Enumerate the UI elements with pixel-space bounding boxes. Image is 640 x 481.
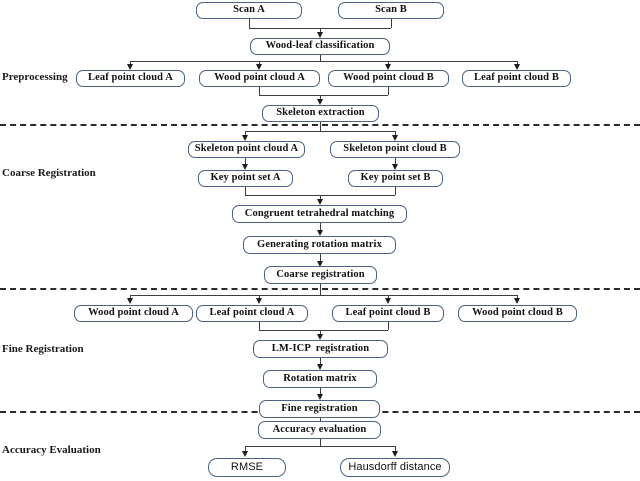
connector-fine-split-bar xyxy=(130,295,518,296)
node-leaf-point-cloud-b-preprocessing[interactable]: Leaf point cloud B xyxy=(462,70,571,87)
node-lm-icp-registration[interactable]: LM-ICP registration xyxy=(253,340,388,358)
arrow-to-wood-point-cloud-a-fine xyxy=(126,298,133,304)
node-leaf-point-cloud-a-preprocessing[interactable]: Leaf point cloud A xyxy=(76,70,185,87)
connector-wood-a-down xyxy=(259,87,260,95)
arrow-to-wood-leaf-classification xyxy=(316,32,323,38)
connector-skeleton-b-down xyxy=(395,158,396,166)
arrow-to-skeleton-extraction xyxy=(316,99,323,105)
connector-leaf-b-fine-down xyxy=(388,322,389,330)
arrow-to-leaf-point-cloud-b xyxy=(513,64,520,70)
node-key-point-set-a[interactable]: Key point set A xyxy=(198,170,293,187)
connector-split-to-hausdorff xyxy=(395,446,396,453)
node-generating-rotation-matrix[interactable]: Generating rotation matrix xyxy=(243,236,396,254)
arrow-to-fine-registration xyxy=(316,394,323,400)
arrow-to-key-point-set-a xyxy=(241,164,248,170)
node-skeleton-extraction[interactable]: Skeleton extraction xyxy=(262,105,379,122)
connector-split-to-leaf-a xyxy=(130,61,131,66)
connector-classification-split-bar xyxy=(130,61,518,62)
node-wood-point-cloud-a-fine[interactable]: Wood point cloud A xyxy=(74,305,193,322)
connector-scan-a-down xyxy=(249,19,250,28)
connector-wood-merge-bar xyxy=(259,95,388,96)
connector-split-to-skeleton-a xyxy=(245,131,246,137)
node-scan-b[interactable]: Scan B xyxy=(338,2,444,19)
stage-label-preprocessing: Preprocessing xyxy=(2,71,68,83)
stage-label-coarse-registration: Coarse Registration xyxy=(2,167,96,179)
arrow-to-leaf-point-cloud-b-fine xyxy=(384,298,391,304)
arrow-to-coarse-registration xyxy=(316,261,323,267)
node-skeleton-point-cloud-b[interactable]: Skeleton point cloud B xyxy=(330,141,460,158)
connector-split-to-skeleton-b xyxy=(395,131,396,137)
node-wood-point-cloud-b-preprocessing[interactable]: Wood point cloud B xyxy=(328,70,449,87)
node-wood-leaf-classification[interactable]: Wood-leaf classification xyxy=(250,38,390,55)
node-leaf-point-cloud-b-fine[interactable]: Leaf point cloud B xyxy=(332,305,444,322)
node-skeleton-point-cloud-a[interactable]: Skeleton point cloud A xyxy=(188,141,305,158)
node-accuracy-evaluation[interactable]: Accuracy evaluation xyxy=(258,421,381,439)
connector-rotation-matrix-down xyxy=(320,388,321,396)
stage-label-accuracy-evaluation: Accuracy Evaluation xyxy=(2,444,101,456)
arrow-to-skeleton-point-cloud-a xyxy=(241,135,248,141)
node-wood-point-cloud-b-fine[interactable]: Wood point cloud B xyxy=(458,305,577,322)
node-rmse[interactable]: RMSE xyxy=(208,458,286,477)
arrow-to-generating-rotation-matrix xyxy=(316,230,323,236)
connector-key-a-down xyxy=(245,187,246,195)
connector-split-to-wood-a-fine xyxy=(130,295,131,300)
arrow-to-leaf-point-cloud-a-fine xyxy=(255,298,262,304)
node-key-point-set-b[interactable]: Key point set B xyxy=(348,170,443,187)
arrow-to-wood-point-cloud-b xyxy=(384,64,391,70)
connector-split-to-leaf-b-fine xyxy=(388,295,389,300)
connector-accuracy-split-bar xyxy=(245,446,395,447)
connector-split-to-rmse xyxy=(245,446,246,453)
connector-split-to-leaf-a-fine xyxy=(259,295,260,300)
connector-wood-merge-down xyxy=(320,95,321,101)
arrow-to-rmse xyxy=(241,451,248,457)
arrow-to-skeleton-point-cloud-b xyxy=(391,135,398,141)
arrow-to-wood-point-cloud-a xyxy=(255,64,262,70)
connector-key-merge-down xyxy=(320,195,321,201)
connector-lm-icp-down xyxy=(320,358,321,366)
connector-generating-down xyxy=(320,254,321,263)
connector-key-b-down xyxy=(395,187,396,195)
node-congruent-tetrahedral-matching[interactable]: Congruent tetrahedral matching xyxy=(232,205,407,223)
node-hausdorff-distance[interactable]: Hausdorff distance xyxy=(340,458,450,477)
arrow-to-wood-point-cloud-b-fine xyxy=(513,298,520,304)
connector-skeleton-split-bar xyxy=(245,131,395,132)
node-coarse-registration[interactable]: Coarse registration xyxy=(264,266,377,284)
connector-leaf-merge-bar xyxy=(259,330,388,331)
connector-coarse-registration-down xyxy=(320,284,321,295)
connector-scan-merge-down xyxy=(320,28,321,34)
arrow-to-leaf-point-cloud-a xyxy=(126,64,133,70)
node-wood-point-cloud-a-preprocessing[interactable]: Wood point cloud A xyxy=(199,70,320,87)
connector-leaf-a-fine-down xyxy=(259,322,260,330)
connector-split-to-wood-a xyxy=(259,61,260,66)
connector-classification-down xyxy=(320,55,321,61)
node-fine-registration[interactable]: Fine registration xyxy=(259,400,380,418)
connector-split-to-wood-b-fine xyxy=(517,295,518,300)
connector-split-to-leaf-b xyxy=(517,61,518,66)
connector-split-to-wood-b xyxy=(388,61,389,66)
node-scan-a[interactable]: Scan A xyxy=(196,2,302,19)
connector-wood-b-down xyxy=(388,87,389,95)
arrow-to-key-point-set-b xyxy=(391,164,398,170)
stage-label-fine-registration: Fine Registration xyxy=(2,343,84,355)
arrow-to-lm-icp-registration xyxy=(316,334,323,340)
connector-skeleton-a-down xyxy=(245,158,246,166)
connector-scan-b-down xyxy=(391,19,392,28)
connector-leaf-merge-down xyxy=(320,330,321,336)
arrow-to-rotation-matrix xyxy=(316,364,323,370)
node-rotation-matrix[interactable]: Rotation matrix xyxy=(263,370,377,388)
connector-accuracy-down xyxy=(320,439,321,446)
arrow-to-congruent-tetrahedral-matching xyxy=(316,199,323,205)
arrow-to-hausdorff-distance xyxy=(391,451,398,457)
connector-matching-down xyxy=(320,223,321,232)
connector-skeleton-extraction-down xyxy=(320,122,321,131)
node-leaf-point-cloud-a-fine[interactable]: Leaf point cloud A xyxy=(196,305,308,322)
